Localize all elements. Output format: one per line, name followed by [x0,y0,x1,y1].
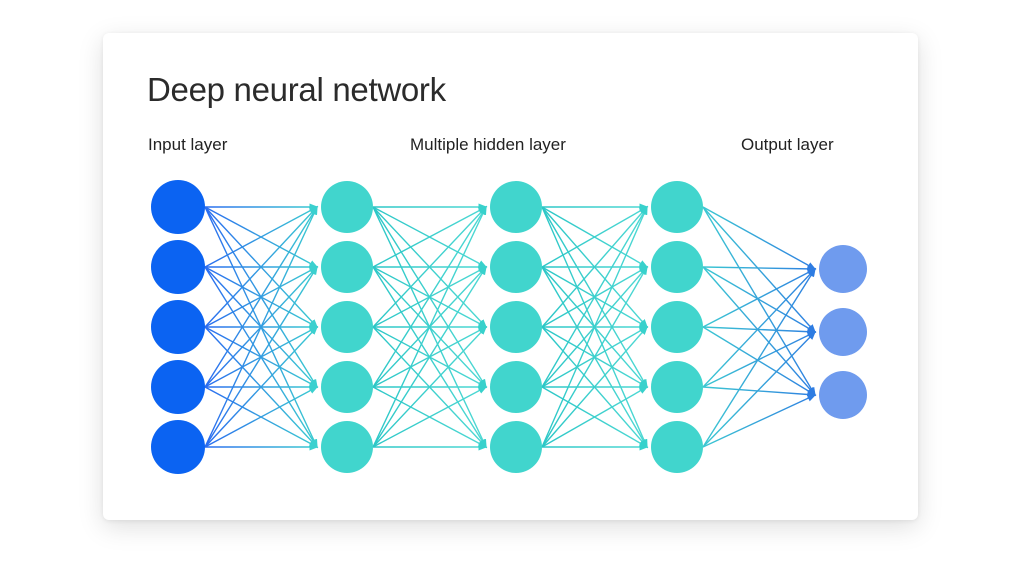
hidden-3-node-4 [651,361,703,413]
input-node-1 [151,180,205,234]
edge-hidden-3-3-to-output-3 [702,326,817,396]
edge-hidden-3-2-to-output-1 [702,265,817,273]
edge-hidden-2-5-to-hidden-3-3 [541,325,648,448]
hidden-3-node-1 [651,181,703,233]
diagram-card: Deep neural network Input layer Multiple… [103,33,918,520]
edge-hidden-3-2-to-output-2 [702,266,817,333]
output-node-3 [819,371,867,419]
hidden-1-node-3 [321,301,373,353]
input-node-3 [151,300,205,354]
edge-hidden-3-4-to-output-3 [702,386,817,398]
edge-hidden-3-5-to-output-2 [702,330,817,448]
hidden-2-node-2 [490,241,542,293]
hidden-1-node-5 [321,421,373,473]
hidden-2-node-5 [490,421,542,473]
edge-hidden-2-5-to-hidden-3-4 [541,386,649,448]
hidden-3-node-2 [651,241,703,293]
input-node-4 [151,360,205,414]
edge-hidden-1-3-to-hidden-2-1 [372,205,488,328]
edge-hidden-3-3-to-output-1 [702,268,817,328]
edge-hidden-1-5-to-hidden-2-2 [372,265,487,448]
edge-hidden-3-2-to-output-3 [702,266,816,397]
edge-input-3-to-hidden-1-1 [204,205,319,328]
edge-hidden-1-5-to-hidden-2-1 [372,205,487,448]
neural-network-diagram [151,180,867,474]
edge-hidden-3-1-to-output-2 [702,206,817,334]
edge-hidden-2-5-to-hidden-3-1 [541,205,648,448]
input-node-2 [151,240,205,294]
edge-input-2-to-hidden-1-1 [204,206,319,268]
hidden-3-node-3 [651,301,703,353]
input-node-5 [151,420,205,474]
edge-input-4-to-hidden-1-1 [204,205,318,388]
edge-hidden-1-2-to-hidden-2-1 [372,206,488,268]
diagram-title: Deep neural network [147,71,446,108]
edge-hidden-3-3-to-output-2 [702,326,817,336]
edges-group [204,203,817,451]
hidden-3-node-5 [651,421,703,473]
hidden-1-node-1 [321,181,373,233]
output-layer-label: Output layer [741,135,834,154]
edge-hidden-3-5-to-output-1 [702,267,816,448]
edge-hidden-3-4-to-output-1 [702,267,817,388]
edge-input-5-to-hidden-1-2 [204,265,318,448]
edge-hidden-3-1-to-output-1 [702,206,817,270]
hidden-2-node-4 [490,361,542,413]
edge-hidden-1-4-to-hidden-2-1 [372,205,487,388]
hidden-1-node-2 [321,241,373,293]
hidden-2-node-1 [490,181,542,233]
edge-hidden-2-2-to-hidden-3-1 [541,206,649,268]
hidden-1-node-4 [321,361,373,413]
edge-hidden-3-1-to-output-3 [702,206,816,397]
hidden-layer-label: Multiple hidden layer [410,135,566,154]
edge-input-5-to-hidden-1-4 [204,386,319,448]
nodes-group [151,180,867,474]
edge-input-5-to-hidden-1-3 [204,325,319,448]
edge-hidden-2-3-to-hidden-3-1 [541,205,648,328]
edge-hidden-2-5-to-hidden-3-2 [541,265,648,448]
edge-hidden-1-5-to-hidden-2-3 [372,325,488,448]
edge-input-5-to-hidden-1-1 [204,205,318,448]
edge-hidden-3-4-to-output-2 [702,331,817,388]
edge-hidden-2-4-to-hidden-3-1 [541,205,648,388]
edge-hidden-3-5-to-output-3 [702,394,817,448]
input-layer-label: Input layer [148,135,228,154]
edge-hidden-1-5-to-hidden-2-4 [372,386,488,448]
output-node-2 [819,308,867,356]
hidden-2-node-3 [490,301,542,353]
output-node-1 [819,245,867,293]
